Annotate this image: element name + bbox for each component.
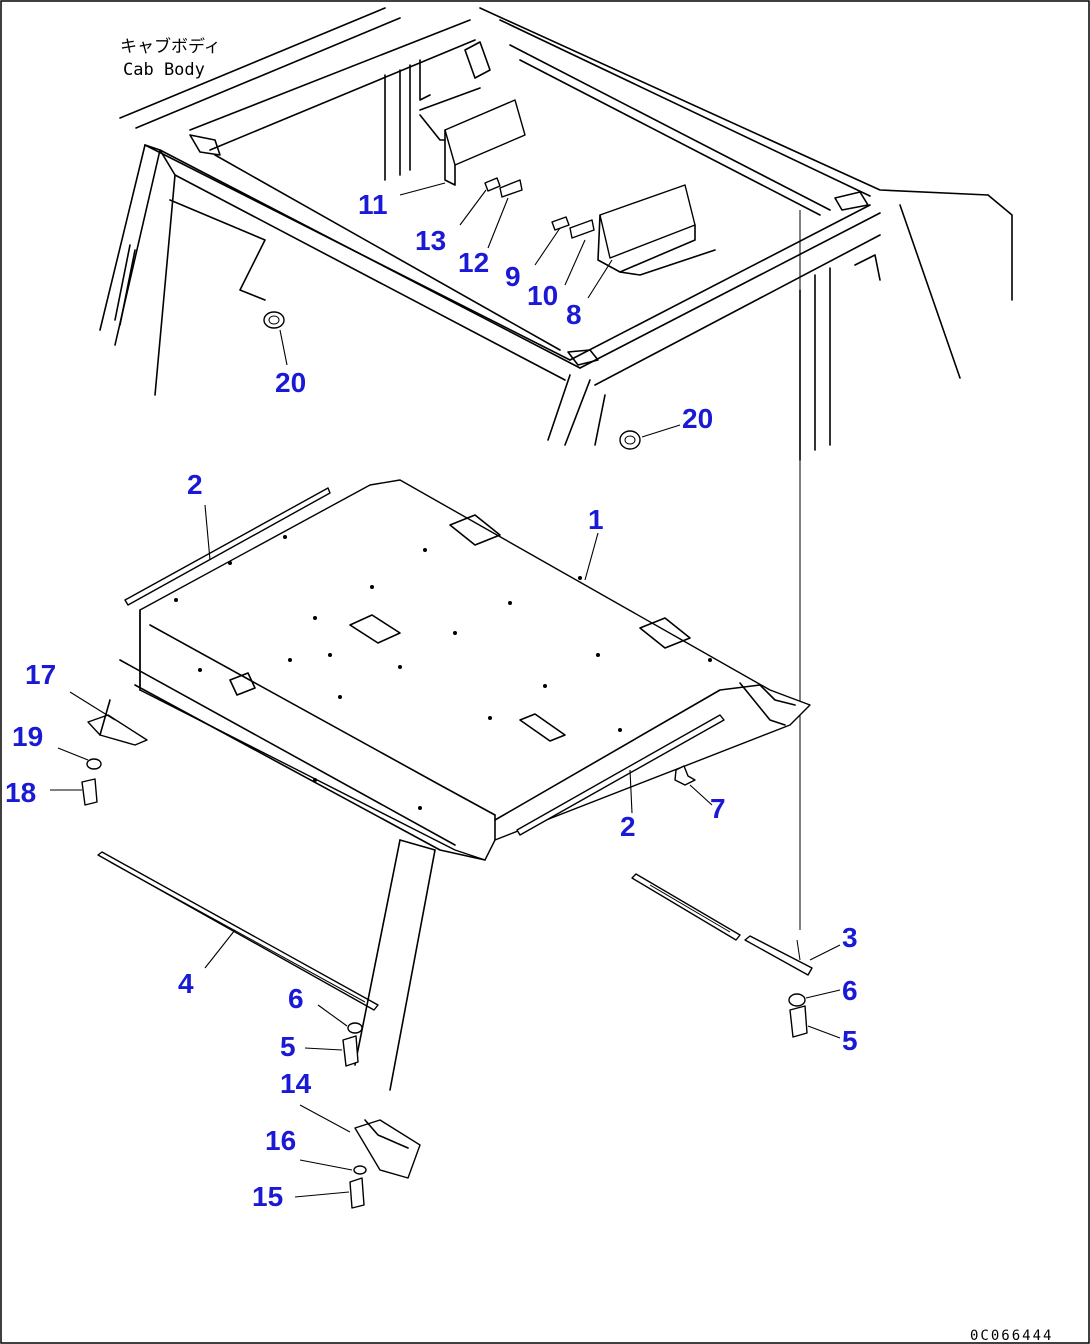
callout-8: 8 — [566, 299, 582, 330]
callout-2-lower: 2 — [620, 811, 636, 842]
document-id: 0C066444 — [970, 1328, 1053, 1344]
callout-7: 7 — [710, 793, 726, 824]
leader-lines — [50, 182, 841, 1198]
trim-strip-right — [516, 714, 725, 836]
callout-6-left: 6 — [288, 983, 304, 1014]
callout-6-right: 6 — [842, 975, 858, 1006]
callout-5-right: 5 — [842, 1025, 858, 1056]
trim-strip-front — [97, 851, 379, 1011]
callout-3: 3 — [842, 922, 858, 953]
callout-13: 13 — [415, 225, 446, 256]
trim-strip-rear — [631, 873, 813, 976]
callout-15: 15 — [252, 1181, 283, 1212]
corner-bracket — [87, 699, 148, 746]
callout-numbers: 11 13 12 9 10 8 20 20 2 1 17 19 18 7 2 3… — [5, 189, 858, 1212]
callout-16: 16 — [265, 1125, 296, 1156]
callout-14: 14 — [280, 1068, 312, 1099]
callout-10: 10 — [527, 280, 558, 311]
fasteners — [81, 758, 808, 1209]
trim-strip-upper — [124, 487, 331, 606]
callout-1: 1 — [588, 504, 604, 535]
callout-20-right: 20 — [682, 403, 713, 434]
cab-body-frame — [99, 7, 1013, 961]
callout-9: 9 — [505, 261, 521, 292]
callout-18: 18 — [5, 777, 36, 808]
callout-2-upper: 2 — [187, 469, 203, 500]
callout-20-left: 20 — [275, 367, 306, 398]
callout-11: 11 — [358, 189, 388, 220]
callout-4: 4 — [178, 968, 194, 999]
callout-12: 12 — [458, 247, 489, 278]
callout-17: 17 — [25, 659, 56, 690]
callout-5-left: 5 — [280, 1031, 296, 1062]
caption-english: Cab Body — [123, 60, 205, 80]
caption-japanese: キャブボディ — [120, 36, 221, 57]
callout-19: 19 — [12, 721, 43, 752]
